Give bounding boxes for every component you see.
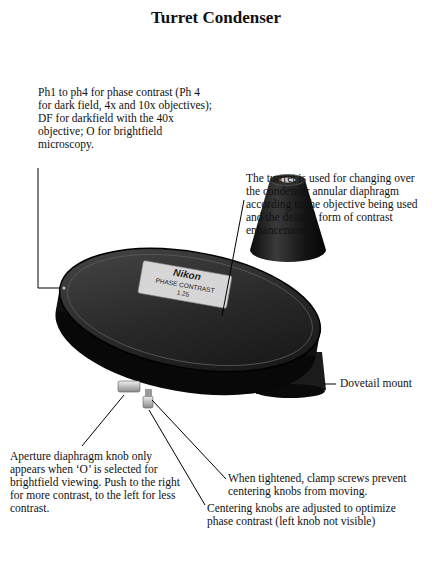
index-mark (62, 286, 65, 289)
clamp-screw (145, 389, 152, 397)
annotation: Ph1 to ph4 for phase contrast (Ph 4 for … (38, 86, 214, 151)
leader-line (222, 200, 244, 316)
title: Turret Condenser (0, 8, 432, 28)
annotation: Centering knobs are adjusted to optimize… (207, 502, 407, 528)
part-label: Dovetail mount (340, 377, 428, 390)
name-plate (138, 260, 232, 308)
annotation: When tightened, clamp screws prevent cen… (228, 472, 426, 498)
leader-line (152, 400, 226, 479)
leader-line (324, 384, 336, 385)
annotation: Aperture diaphragm knob only appears whe… (10, 450, 182, 515)
leader-line (82, 395, 124, 446)
leader-line (38, 168, 60, 288)
annotation: The turrret is used for changing over th… (246, 172, 428, 237)
aperture-knob (118, 381, 140, 392)
centering-knob (143, 396, 153, 408)
